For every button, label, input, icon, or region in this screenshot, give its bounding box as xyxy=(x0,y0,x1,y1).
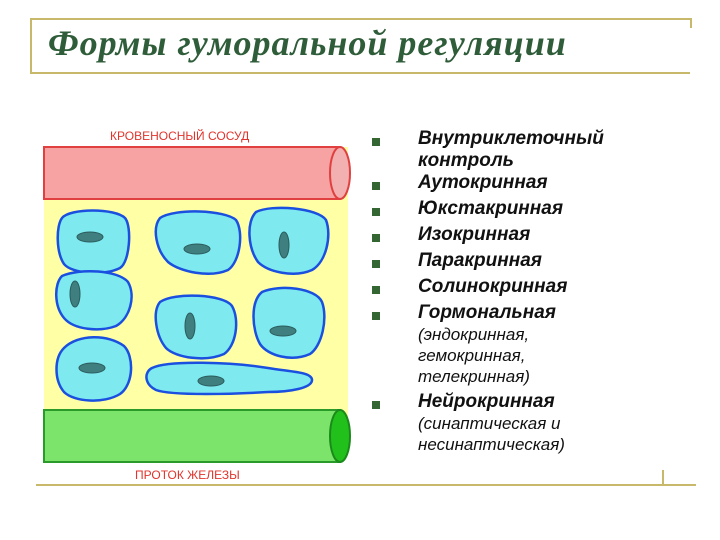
list-item: Аутокринная xyxy=(372,172,692,194)
frame-left-line xyxy=(30,18,32,74)
vessel-label: КРОВЕНОСНЫЙ СОСУД xyxy=(110,128,249,143)
bullet-marker xyxy=(372,234,380,242)
list-item-label: Юкстакринная xyxy=(418,198,564,219)
cell-nucleus xyxy=(269,325,297,337)
gland-duct xyxy=(43,409,351,463)
list-item-title: Нейрокринная xyxy=(418,391,555,412)
cell xyxy=(252,286,326,359)
list-item: Паракринная xyxy=(372,250,692,272)
cell xyxy=(154,210,242,275)
list-item-title: Гормональная xyxy=(418,302,556,323)
cell xyxy=(248,206,330,275)
list-item: Солинокринная xyxy=(372,276,692,298)
list-item-label: Солинокринная xyxy=(418,276,568,297)
frame-bottom-tick xyxy=(662,470,664,486)
cell xyxy=(55,336,133,402)
bullet-marker xyxy=(372,208,380,216)
cell xyxy=(154,294,238,360)
cell xyxy=(55,270,133,331)
cell-nucleus xyxy=(197,375,225,387)
blood-vessel xyxy=(43,146,351,200)
cell-nucleus xyxy=(183,243,211,255)
bullet-marker xyxy=(372,401,380,409)
bullet-marker xyxy=(372,286,380,294)
bullet-marker xyxy=(372,138,380,146)
list-item: Юкстакринная xyxy=(372,198,692,220)
cell xyxy=(145,361,314,396)
cell-nucleus xyxy=(184,312,196,340)
bullet-marker xyxy=(372,312,380,320)
regulation-forms-list: Внутриклеточный контроль Аутокринная Юкс… xyxy=(372,128,692,455)
list-item-label: Нейрокринная (синаптическая и несинаптич… xyxy=(418,391,638,455)
list-item: Гормональная (эндокринная, гемокринная, … xyxy=(372,302,692,387)
frame-right-tick xyxy=(690,18,692,28)
frame-bottom-line xyxy=(36,484,696,486)
list-item-label: Паракринная xyxy=(418,250,542,271)
cell-nucleus xyxy=(78,362,106,374)
list-item-subtitle: (синаптическая и несинаптическая) xyxy=(418,414,565,454)
cell xyxy=(56,209,131,275)
list-item-label: Гормональная (эндокринная, гемокринная, … xyxy=(418,302,638,387)
list-item: Внутриклеточный контроль xyxy=(372,128,692,172)
list-item: Изокринная xyxy=(372,224,692,246)
list-item-label: Изокринная xyxy=(418,224,531,245)
cell-nucleus xyxy=(278,231,290,259)
cell-nucleus xyxy=(76,231,104,243)
slide-title: Формы гуморальной регуляции xyxy=(48,23,567,63)
list-item-label: Аутокринная xyxy=(418,172,548,193)
frame-top-line xyxy=(30,18,692,20)
list-item: Нейрокринная (синаптическая и несинаптич… xyxy=(372,391,692,455)
cell-nucleus xyxy=(69,280,81,308)
title-underline xyxy=(30,72,690,74)
list-item-subtitle: (эндокринная, гемокринная, телекринная) xyxy=(418,325,530,386)
bullet-marker xyxy=(372,182,380,190)
bullet-marker xyxy=(372,260,380,268)
duct-label: ПРОТОК ЖЕЛЕЗЫ xyxy=(135,468,240,482)
list-item-label: Внутриклеточный контроль xyxy=(418,128,604,171)
